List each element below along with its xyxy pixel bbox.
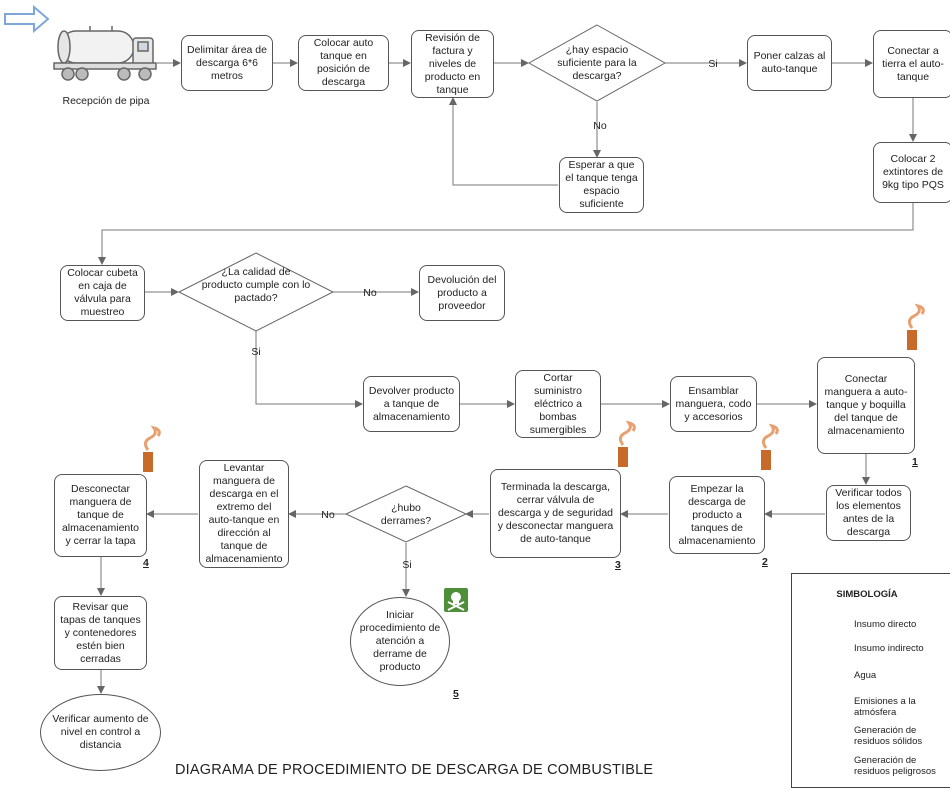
connectors xyxy=(97,59,917,694)
delimitar-step[interactable]: Delimitar área de descarga 6*6 metros xyxy=(181,35,273,91)
colocar-auto-tanque-step[interactable]: Colocar auto tanque en posición de desca… xyxy=(298,35,389,91)
step-number-3: 3 xyxy=(615,559,621,571)
step-number-5: 5 xyxy=(453,688,459,700)
colocar-cubeta-step[interactable]: Colocar cubeta en caja de válvula para m… xyxy=(60,265,145,321)
si-label-2: Si xyxy=(251,346,261,358)
legend-panel: SIMBOLOGÍA Insumo directo Insumo indirec… xyxy=(791,573,950,788)
legend-agua: Agua xyxy=(854,670,877,681)
decision-calidad-shape xyxy=(177,252,335,332)
devolucion-proveedor-step[interactable]: Devolución del producto a proveedor xyxy=(419,265,505,321)
derrames-decision[interactable]: ¿hubo derrames? xyxy=(380,502,432,527)
verificar-nivel-step[interactable]: Verificar aumento de nivel en control a … xyxy=(40,694,161,771)
insumo-directo-arrow-icon xyxy=(4,4,50,34)
iniciar-procedimiento-step[interactable]: Iniciar procedimiento de atención a derr… xyxy=(350,597,450,686)
conectar-tierra-step[interactable]: Conectar a tierra el auto-tanque xyxy=(873,30,950,98)
desconectar-manguera-step[interactable]: Desconectar manguera de tanque de almace… xyxy=(54,474,147,557)
verificar-elementos-step[interactable]: Verificar todos los elementos antes de l… xyxy=(826,485,911,541)
cortar-suministro-step[interactable]: Cortar suministro eléctrico a bombas sum… xyxy=(515,370,601,438)
skull-icon xyxy=(444,588,468,612)
legend-residuos-solidos: Generación de residuos sólidos xyxy=(854,725,923,747)
revision-factura-step[interactable]: Revisión de factura y niveles de product… xyxy=(411,30,494,98)
extintores-step[interactable]: Colocar 2 extintores de 9kg tipo PQS xyxy=(873,142,950,203)
devolver-producto-step[interactable]: Devolver producto a tanque de almacenami… xyxy=(363,376,460,432)
no-label-3: No xyxy=(321,509,335,521)
chimney-icon xyxy=(761,423,779,470)
decision-hay-espacio-shape xyxy=(527,24,667,102)
levantar-manguera-step[interactable]: Levantar manguera de descarga en el extr… xyxy=(199,460,289,568)
ensamblar-manguera-step[interactable]: Ensamblar manguera, codo y accesorios xyxy=(670,376,757,432)
step-number-4: 4 xyxy=(143,557,149,569)
chimney-icon xyxy=(143,425,161,472)
chimney-icon xyxy=(618,420,636,467)
decision-derrames-shape xyxy=(344,485,468,543)
revisar-tapas-step[interactable]: Revisar que tapas de tanques y contenedo… xyxy=(54,596,147,670)
diagram-title: DIAGRAMA DE PROCEDIMIENTO DE DESCARGA DE… xyxy=(175,762,654,778)
chimney-icon xyxy=(907,303,925,350)
recepcion-label: Recepción de pipa xyxy=(62,95,150,107)
esperar-step[interactable]: Esperar a que el tanque tenga espacio su… xyxy=(559,157,644,213)
legend-title: SIMBOLOGÍA xyxy=(836,589,898,600)
no-label-2: No xyxy=(363,287,377,299)
legend-insumo-directo: Insumo directo xyxy=(854,619,917,630)
tank-truck-icon xyxy=(53,26,157,81)
si-label-3: Si xyxy=(402,559,412,571)
legend-emisiones: Emisiones a la atmósfera xyxy=(854,696,916,718)
poner-calzas-step[interactable]: Poner calzas al auto-tanque xyxy=(747,35,832,91)
si-label-1: Si xyxy=(708,58,718,70)
step-number-1: 1 xyxy=(912,456,918,468)
no-label-1: No xyxy=(593,120,607,132)
empezar-descarga-step[interactable]: Empezar la descarga de producto a tanque… xyxy=(669,476,765,554)
step-number-2: 2 xyxy=(762,556,768,568)
legend-insumo-indirecto: Insumo indirecto xyxy=(854,643,924,654)
hay-espacio-decision[interactable]: ¿hay espacio suficiente para la descarga… xyxy=(557,44,637,82)
conectar-manguera-step[interactable]: Conectar manguera a auto-tanque y boquil… xyxy=(817,357,915,454)
calidad-decision[interactable]: ¿La calidad de producto cumple con lo pa… xyxy=(201,266,311,304)
terminada-descarga-step[interactable]: Terminada la descarga, cerrar válvula de… xyxy=(490,469,621,558)
legend-residuos-peligrosos: Generación de residuos peligrosos xyxy=(854,755,936,777)
